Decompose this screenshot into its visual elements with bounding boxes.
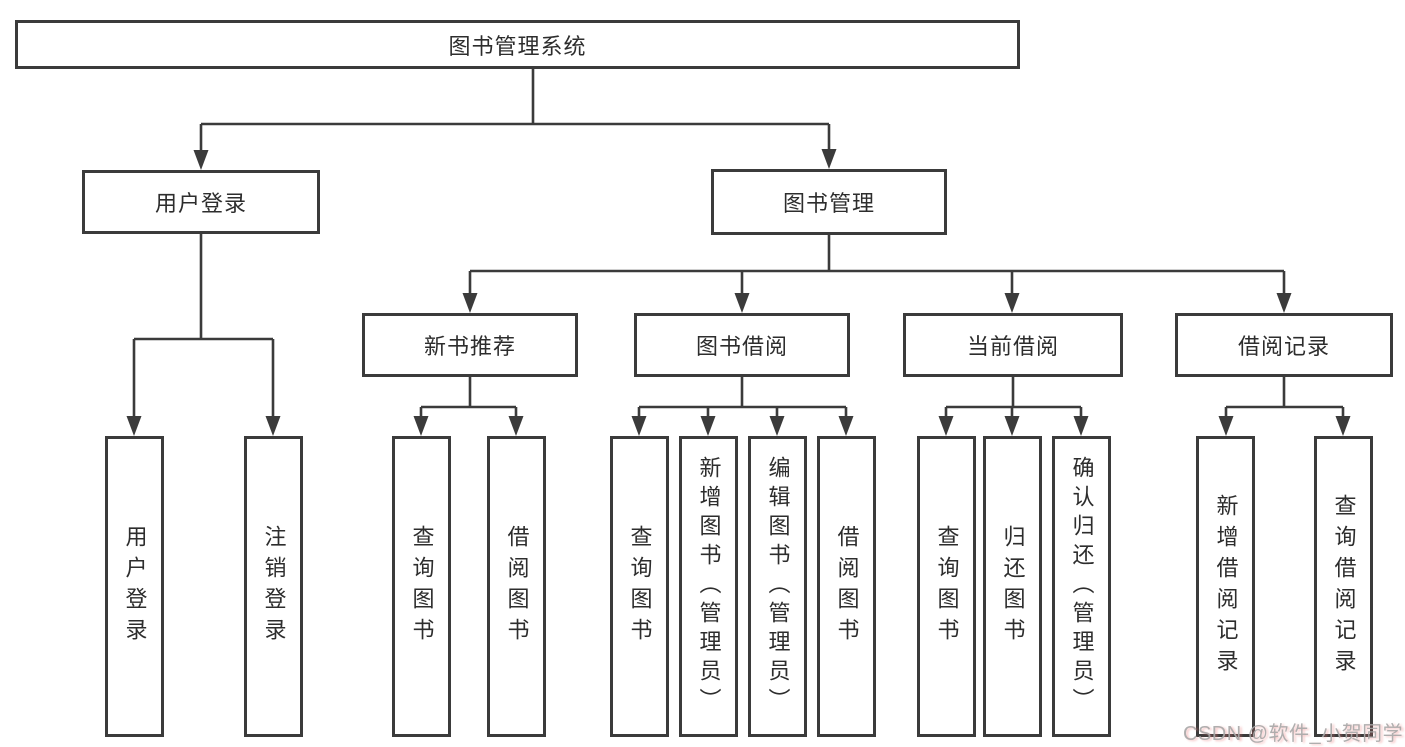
leaf-add-books-admin: 新增图书（管理员） (679, 436, 738, 737)
arrowhead-icon (413, 416, 429, 436)
arrowhead-icon (838, 416, 854, 436)
node-current-borrowing: 当前借阅 (903, 313, 1123, 377)
node-book-borrowing: 图书借阅 (634, 313, 850, 377)
leaf-user-login: 用户登录 (105, 436, 164, 737)
arrowhead-icon (1218, 416, 1234, 436)
leaf-query-borrow-record: 查询借阅记录 (1314, 436, 1373, 737)
arrowhead-icon (700, 416, 716, 436)
arrowhead-icon (1335, 416, 1351, 436)
arrowhead-icon (769, 416, 785, 436)
arrowhead-icon (1004, 416, 1020, 436)
arrowhead-icon (938, 416, 954, 436)
arrowhead-icon (1004, 293, 1020, 313)
node-new-book-recommendation: 新书推荐 (362, 313, 578, 377)
leaf-logout-login: 注销登录 (244, 436, 303, 737)
node-book-management: 图书管理 (711, 169, 947, 235)
node-library-management-system: 图书管理系统 (15, 20, 1020, 69)
leaf-query-books-recommend: 查询图书 (392, 436, 451, 737)
leaf-return-books: 归还图书 (983, 436, 1042, 737)
leaf-confirm-return-admin: 确认归还（管理员） (1052, 436, 1111, 737)
leaf-add-borrow-record: 新增借阅记录 (1196, 436, 1255, 737)
arrowhead-icon (126, 416, 142, 436)
node-user-login: 用户登录 (82, 170, 320, 234)
leaf-query-books-current: 查询图书 (917, 436, 976, 737)
arrowhead-icon (821, 149, 837, 169)
arrowhead-icon (631, 416, 647, 436)
arrowhead-icon (1073, 416, 1089, 436)
arrowhead-icon (1276, 293, 1292, 313)
leaf-borrow-books: 借阅图书 (817, 436, 876, 737)
arrowhead-icon (508, 416, 524, 436)
arrowhead-icon (734, 293, 750, 313)
leaf-edit-books-admin: 编辑图书（管理员） (748, 436, 807, 737)
watermark: CSDN @软件_小贺同学 (1183, 723, 1404, 745)
arrowhead-icon (265, 416, 281, 436)
arrowhead-icon (462, 293, 478, 313)
arrowhead-icon (193, 150, 209, 170)
node-borrowing-records: 借阅记录 (1175, 313, 1393, 377)
leaf-query-books-borrow: 查询图书 (610, 436, 669, 737)
leaf-borrow-books-recommend: 借阅图书 (487, 436, 546, 737)
